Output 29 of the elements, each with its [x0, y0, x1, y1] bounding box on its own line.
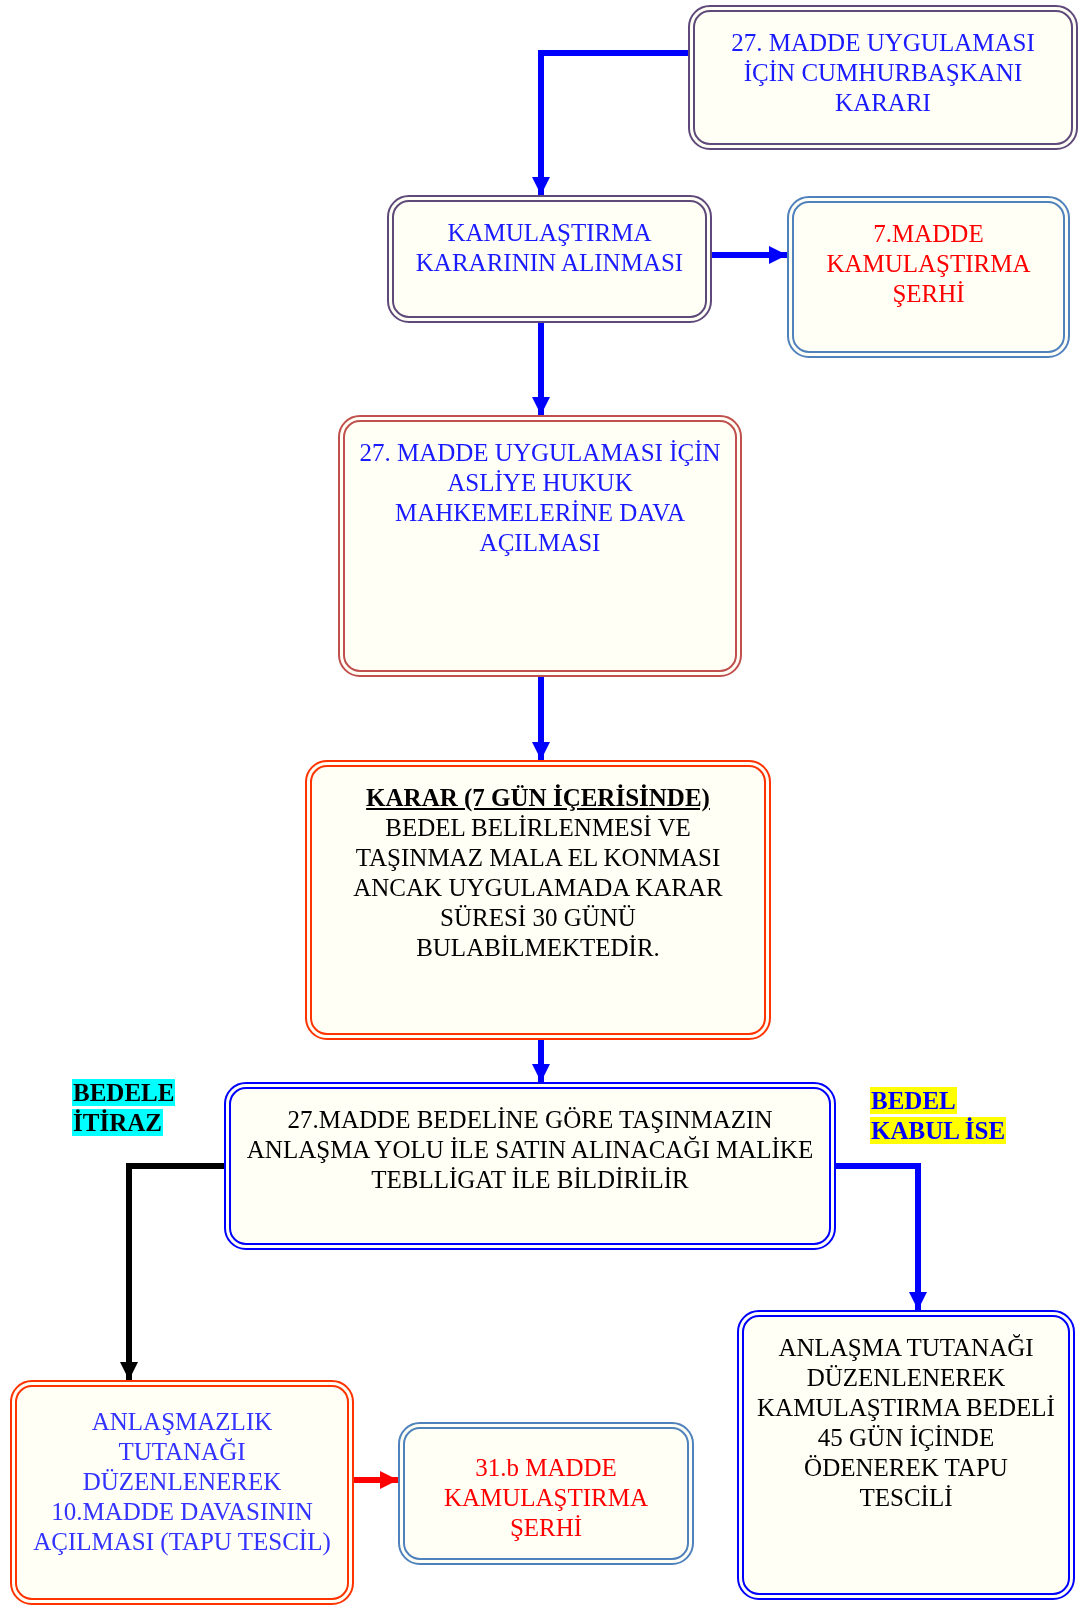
box-text: ANLAŞMA TUTANAĞI DÜZENLENEREK KAMULAŞTIRMA BEDELİ 45 GÜN İÇİNDE ÖDENEREK TAPU TESCİLİ [756, 1333, 1056, 1513]
edge-label: BEDEL KABUL İSE [870, 1086, 1008, 1146]
box-text: 27. MADDE UYGULAMASI İÇİN ASLİYE HUKUK MAHKEMELERİNE DAVA AÇILMASI [358, 438, 722, 558]
arrow [532, 1040, 550, 1082]
arrow [836, 1163, 927, 1310]
edge-label: BEDELE İTİRAZ [72, 1078, 177, 1138]
arrow [532, 323, 550, 415]
process-box [338, 415, 742, 677]
arrow [120, 1163, 224, 1380]
process-box [787, 196, 1070, 358]
box-text: ANLAŞMAZLIK TUTANAĞI DÜZENLENEREK 10.MADDE DAVASININ AÇILMASI (TAPU TESCİL) [32, 1407, 332, 1557]
box-text: BEDEL BELİRLENMESİ VE TAŞINMAZ MALA EL KONMASI ANCAK UYGULAMADA KARAR SÜRESİ 30 GÜNÜ BULABİLMEKTEDİR. [352, 813, 724, 963]
box-text: 27.MADDE BEDELİNE GÖRE TAŞINMAZIN ANLAŞMA YOLU İLE SATIN ALINACAĞI MALİKE TEBLLİGAT İLE BİLDİRİLİR [245, 1105, 815, 1195]
process-box [688, 5, 1078, 150]
arrow [532, 677, 550, 760]
box-text: 27. MADDE UYGULAMASI İÇİN CUMHURBAŞKANI KARARI [730, 28, 1036, 118]
arrow [712, 246, 787, 264]
box-text: 7.MADDE KAMULAŞTIRMA ŞERHİ [825, 219, 1032, 309]
process-box [398, 1422, 694, 1565]
process-box [305, 760, 771, 1040]
box-text: 31.b MADDE KAMULAŞTIRMA ŞERHİ [442, 1453, 650, 1543]
arrow [354, 1471, 398, 1489]
process-box [224, 1082, 836, 1250]
process-box [10, 1380, 354, 1605]
process-box [387, 195, 712, 323]
box-text: KAMULAŞTIRMA KARARININ ALINMASI [414, 218, 685, 278]
process-box [737, 1310, 1075, 1600]
box-heading: KARAR (7 GÜN İÇERİSİNDE) [366, 783, 710, 813]
arrow [532, 50, 688, 195]
